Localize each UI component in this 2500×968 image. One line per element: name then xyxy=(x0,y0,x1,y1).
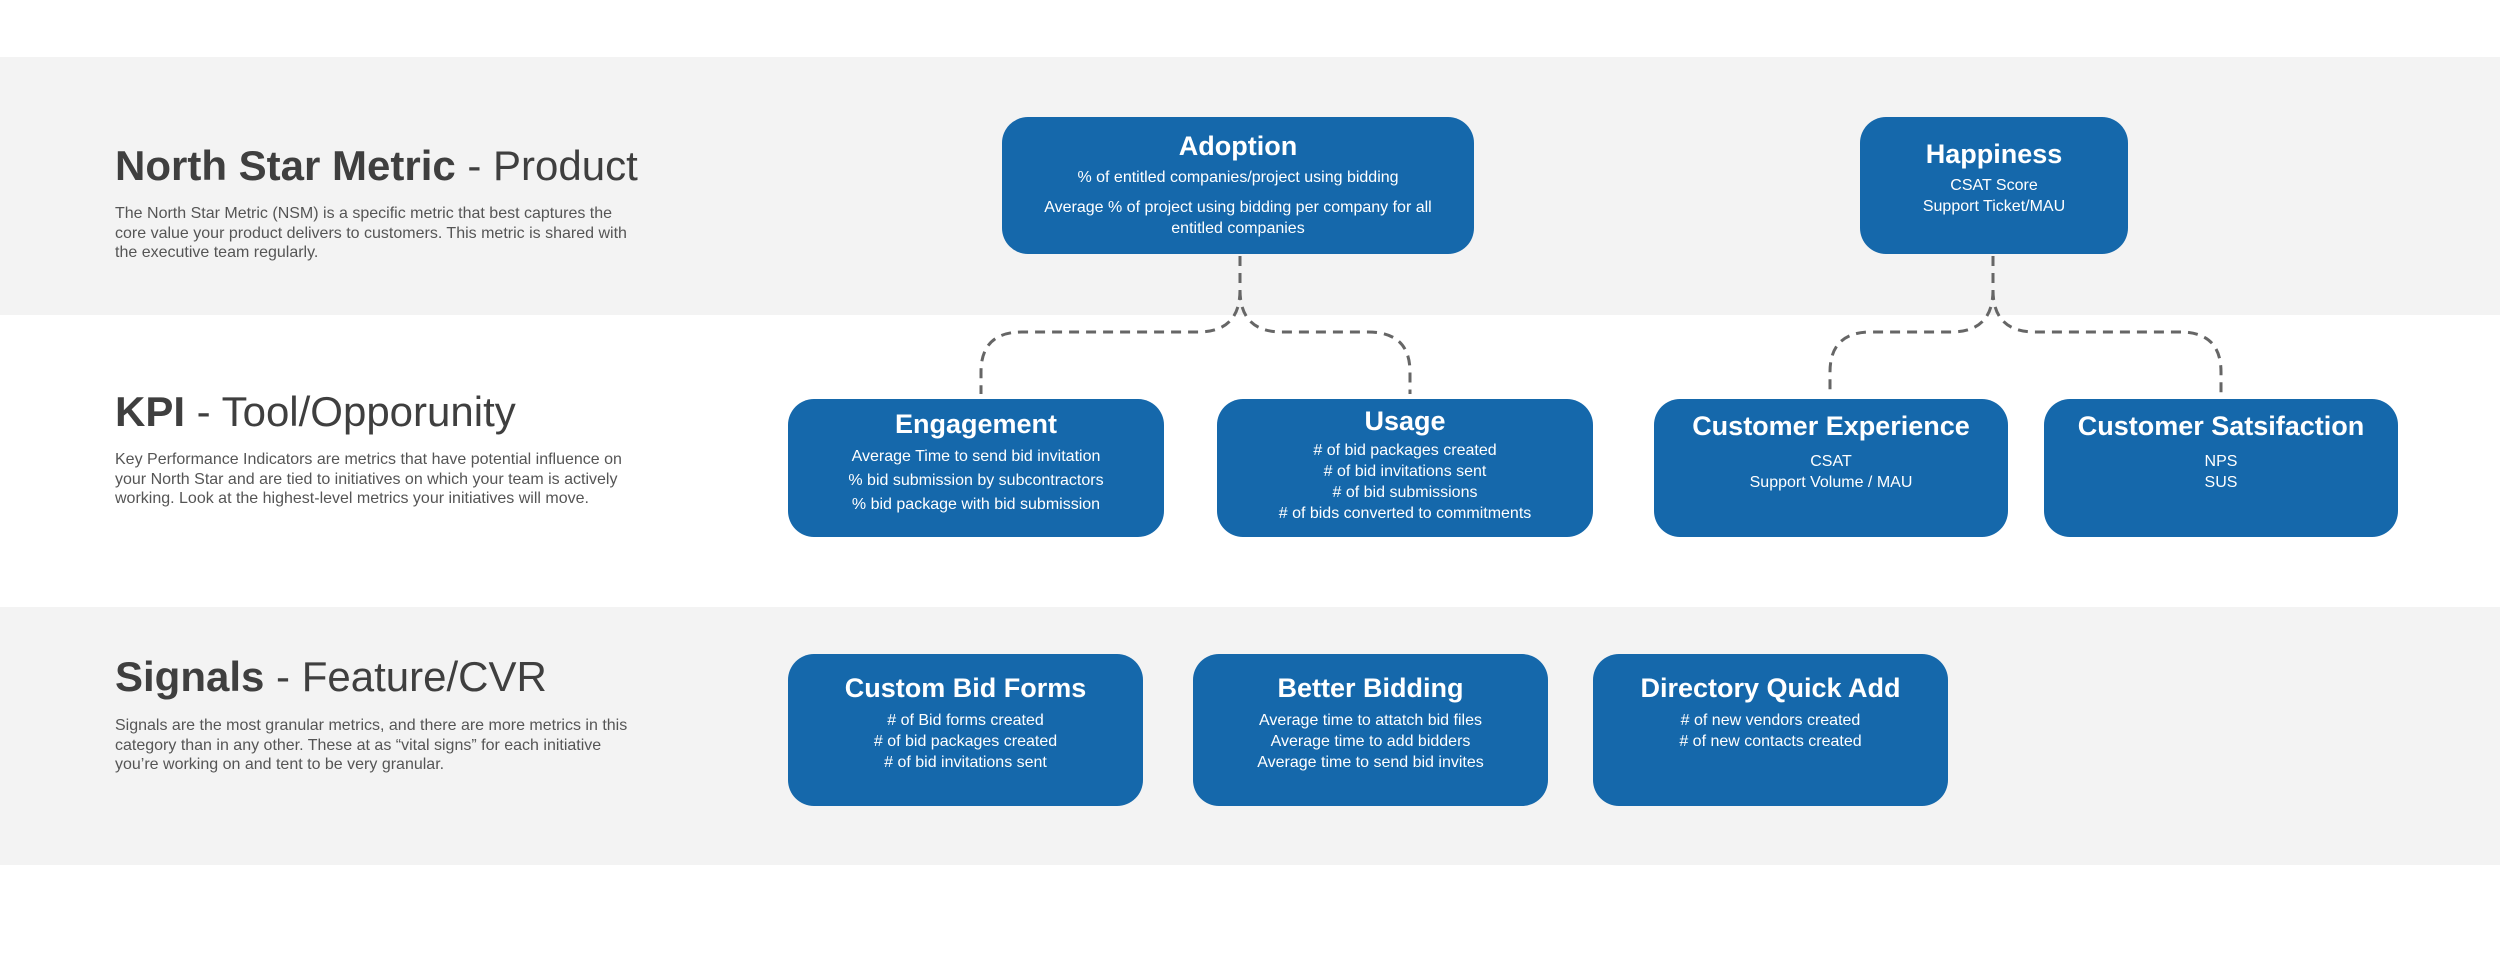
kpi-heading-rest: - Tool/Opporunity xyxy=(185,388,516,435)
node-usage: Usage # of bid packages created # of bid… xyxy=(1217,399,1593,537)
north-star-heading-rest: - Product xyxy=(455,142,638,189)
node-customer-experience: Customer Experience CSAT Support Volume … xyxy=(1654,399,2008,537)
metric-item: # of bid invitations sent xyxy=(884,754,1047,771)
metric-item: Support Volume / MAU xyxy=(1749,474,1913,491)
metric-item: # of Bid forms created xyxy=(887,712,1044,729)
north-star-description: The North Star Metric (NSM) is a specifi… xyxy=(115,205,627,261)
signals-heading-rest: - Feature/CVR xyxy=(264,653,547,700)
node-engagement-metrics: Average Time to send bid invitation % bi… xyxy=(788,445,1164,517)
node-engagement-title: Engagement xyxy=(894,409,1058,439)
kpi-heading-strong: KPI xyxy=(115,388,186,435)
kpi-description: Key Performance Indicators are metrics t… xyxy=(115,451,622,507)
node-customer-satisfaction-metrics: NPS SUS xyxy=(2044,451,2398,493)
node-adoption-title: Adoption xyxy=(1178,131,1298,161)
node-better-bidding-title: Better Bidding xyxy=(1277,673,1464,703)
node-directory-quick-add: Directory Quick Add # of new vendors cre… xyxy=(1593,654,1948,806)
connector-happiness-csat xyxy=(1991,289,2223,394)
connector-adoption-usage xyxy=(1238,289,1412,394)
metric-item: # of bids converted to commitments xyxy=(1278,505,1532,522)
metric-item: # of new contacts created xyxy=(1679,733,1862,750)
metric-item: CSAT xyxy=(1810,453,1852,470)
metric-item: Average time to send bid invites xyxy=(1257,754,1484,771)
node-customer-experience-title: Customer Experience xyxy=(1692,411,1970,441)
node-adoption-metrics: % of entitled companies/project using bi… xyxy=(1002,167,1474,239)
signals-heading: Signals - Feature/CVR xyxy=(115,653,547,701)
node-customer-experience-metrics: CSAT Support Volume / MAU xyxy=(1654,451,2008,493)
metric-item: Average % of project using bidding per c… xyxy=(1044,199,1432,237)
kpi-heading: KPI - Tool/Opporunity xyxy=(115,388,516,436)
north-star-heading: North Star Metric - Product xyxy=(115,142,638,190)
connector-happiness-cx xyxy=(1828,256,1995,394)
metric-item: # of bid packages created xyxy=(873,733,1058,750)
node-usage-metrics: # of bid packages created # of bid invit… xyxy=(1217,440,1593,524)
metric-item: % of entitled companies/project using bi… xyxy=(1077,169,1399,186)
north-star-heading-strong: North Star Metric xyxy=(115,142,456,189)
metric-item: Average time to add bidders xyxy=(1270,733,1471,750)
metric-item: # of bid submissions xyxy=(1332,484,1478,501)
node-custom-bid-forms-metrics: # of Bid forms created # of bid packages… xyxy=(788,710,1143,773)
connector-adoption-engagement xyxy=(979,256,1242,394)
metric-item: NPS xyxy=(2204,453,2238,470)
node-happiness-metrics: CSAT Score Support Ticket/MAU xyxy=(1860,175,2128,217)
metric-item: Average Time to send bid invitation xyxy=(851,448,1101,465)
node-custom-bid-forms-title: Custom Bid Forms xyxy=(844,673,1087,703)
node-usage-title: Usage xyxy=(1364,406,1446,436)
metric-item: # of new vendors created xyxy=(1680,712,1861,729)
signals-description: Signals are the most granular metrics, a… xyxy=(115,717,628,773)
node-directory-quick-add-title: Directory Quick Add xyxy=(1640,673,1901,703)
metric-item: % bid package with bid submission xyxy=(851,496,1101,513)
metric-item: Average time to attatch bid files xyxy=(1259,712,1482,729)
node-better-bidding-metrics: Average time to attatch bid files Averag… xyxy=(1193,710,1548,773)
metric-item: CSAT Score xyxy=(1950,177,2038,194)
metric-item: % bid submission by subcontractors xyxy=(848,472,1104,489)
node-custom-bid-forms: Custom Bid Forms # of Bid forms created … xyxy=(788,654,1143,806)
node-happiness-title: Happiness xyxy=(1925,139,2063,169)
metric-item: # of bid packages created xyxy=(1313,442,1497,459)
node-customer-satisfaction: Customer Satsifaction NPS SUS xyxy=(2044,399,2398,537)
node-better-bidding: Better Bidding Average time to attatch b… xyxy=(1193,654,1548,806)
metric-item: # of bid invitations sent xyxy=(1323,463,1487,480)
metric-item: Support Ticket/MAU xyxy=(1922,198,2066,215)
node-directory-quick-add-metrics: # of new vendors created # of new contac… xyxy=(1593,710,1948,752)
node-happiness: Happiness CSAT Score Support Ticket/MAU xyxy=(1860,117,2128,254)
node-customer-satisfaction-title: Customer Satsifaction xyxy=(2077,411,2365,441)
node-engagement: Engagement Average Time to send bid invi… xyxy=(788,399,1164,537)
metric-item: SUS xyxy=(2204,474,2238,491)
signals-heading-strong: Signals xyxy=(115,653,265,700)
node-adoption: Adoption % of entitled companies/project… xyxy=(1002,117,1474,254)
